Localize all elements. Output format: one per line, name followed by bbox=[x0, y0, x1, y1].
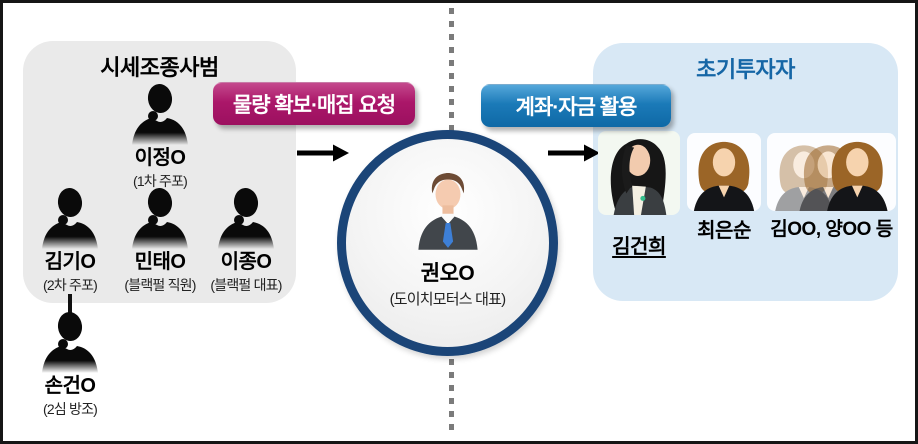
arrow-right-icon bbox=[548, 144, 600, 162]
person-lee-jong: 이종O (블랙펄 대표) bbox=[191, 186, 301, 295]
investor-card-group bbox=[767, 133, 896, 211]
central-person-name: 권오O bbox=[420, 262, 475, 285]
investor-name-choi-eun-soon: 최은순 bbox=[697, 220, 751, 242]
person-role: (블랙펄 직원) bbox=[124, 277, 196, 293]
person-role: (블랙펄 대표) bbox=[210, 277, 282, 293]
person-silhouette-icon bbox=[214, 186, 278, 249]
account-funds-badge: 계좌·자금 활용 bbox=[481, 84, 671, 127]
central-person-circle: 권오O (도이치모터스 대표) bbox=[337, 130, 558, 356]
women-group-icon bbox=[768, 135, 895, 211]
manipulators-group-title: 시세조종사범 bbox=[100, 55, 219, 80]
person-name: 이정O bbox=[134, 147, 186, 169]
businessman-icon bbox=[411, 168, 485, 252]
person-name: 김기O bbox=[44, 251, 96, 273]
investor-card-choi-eun-soon bbox=[687, 133, 761, 211]
arrow-right-icon bbox=[297, 144, 349, 162]
investor-name-group: 김OO, 양OO 등 bbox=[770, 219, 893, 240]
person-son-gun: 손건O (2심 방조) bbox=[15, 310, 125, 419]
person-silhouette-icon bbox=[38, 310, 102, 373]
investor-card-kim-gun-hee bbox=[598, 131, 680, 215]
woman-dark-hair-icon bbox=[600, 133, 678, 215]
person-role: (2차 주포) bbox=[42, 277, 98, 293]
person-silhouette-icon bbox=[128, 82, 192, 145]
person-silhouette-icon bbox=[38, 186, 102, 249]
person-role: (1차 주포) bbox=[132, 173, 188, 189]
woman-brown-hair-icon bbox=[688, 135, 760, 211]
central-person-role: (도이치모터스 대표) bbox=[389, 291, 507, 308]
connector-line bbox=[68, 294, 72, 313]
person-kim-ki: 김기O (2차 주포) bbox=[15, 186, 125, 295]
investor-name-kim-gun-hee: 김건희 bbox=[612, 236, 666, 258]
acquire-request-badge: 물량 확보·매집 요청 bbox=[213, 82, 415, 125]
person-role: (2심 방조) bbox=[42, 401, 98, 417]
person-name: 손건O bbox=[44, 375, 96, 397]
person-lee-jung: 이정O (1차 주포) bbox=[105, 82, 215, 191]
investors-group-title: 초기투자자 bbox=[696, 57, 795, 82]
person-min-tae: 민태O (블랙펄 직원) bbox=[105, 186, 215, 295]
person-silhouette-icon bbox=[128, 186, 192, 249]
person-name: 민태O bbox=[134, 251, 186, 273]
person-name: 이종O bbox=[220, 251, 272, 273]
